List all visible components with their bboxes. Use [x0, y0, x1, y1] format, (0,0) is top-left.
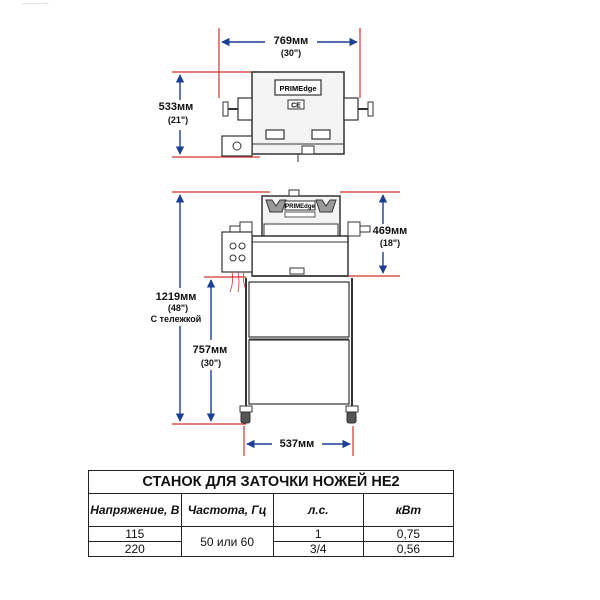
- machine-in-label: (18"): [380, 238, 400, 248]
- header-voltage: Напряжение, В: [88, 493, 182, 527]
- front-view: 1219мм (48") С тележкой 757мм (30") 469м…: [138, 189, 412, 456]
- total-note-label: С тележкой: [151, 314, 202, 324]
- spec-table: СТАНОК ДЛЯ ЗАТОЧКИ НОЖЕЙ HE2 Напряжение,…: [88, 470, 455, 557]
- front-right-knob: [347, 221, 361, 237]
- left-caster: [240, 411, 251, 424]
- machine-dimension-drawing: 769мм (30") 533мм (21") PRIMEdge CE: [138, 28, 412, 456]
- spec-table-title: СТАНОК ДЛЯ ЗАТОЧКИ НОЖЕЙ HE2: [88, 470, 454, 494]
- table-row: 220 3/4 0,56: [88, 541, 455, 557]
- cell-kw: 0,56: [362, 541, 455, 557]
- height-mm-label: 533мм: [159, 101, 194, 113]
- front-control-box: [221, 231, 253, 273]
- cell-frequency: 50 или 60: [180, 526, 274, 557]
- top-left-knob: [237, 97, 253, 121]
- cart-in-label: (30"): [201, 358, 221, 368]
- total-mm-label: 1219мм: [156, 291, 197, 303]
- cell-hp: 3/4: [272, 541, 364, 557]
- top-brand-plate: [274, 79, 322, 96]
- header-kw: кВт: [362, 493, 455, 527]
- table-row: 115 50 или 60 1 0,75: [88, 526, 455, 557]
- right-caster: [346, 411, 357, 424]
- cart: [239, 275, 359, 424]
- header-frequency: Частота, Гц: [180, 493, 274, 527]
- cropped-header-text: ................: [22, 0, 49, 6]
- width-in-label: (30"): [281, 48, 301, 58]
- base-mm-label: 537мм: [280, 438, 315, 450]
- ce-mark: CE: [291, 103, 301, 110]
- header-hp: л.с.: [272, 493, 364, 527]
- top-vent-right: [311, 129, 331, 140]
- machine-mm-label: 469мм: [373, 225, 408, 237]
- top-right-knob: [343, 97, 359, 121]
- front-brand-label: PRIMEdge: [285, 204, 315, 210]
- cell-hp: 1: [272, 526, 364, 542]
- cell-voltage: 220: [88, 541, 182, 557]
- top-view: 769мм (30") 533мм (21") PRIMEdge CE: [148, 28, 374, 162]
- top-vent-left: [265, 129, 285, 140]
- width-mm-label: 769мм: [274, 35, 309, 47]
- cart-mm-label: 757мм: [193, 344, 228, 356]
- top-brand-label: PRIMEdge: [279, 84, 316, 93]
- total-in-label: (48"): [168, 303, 188, 313]
- cell-kw: 0,75: [362, 526, 455, 542]
- height-in-label: (21"): [168, 115, 188, 125]
- cell-voltage: 115: [88, 526, 182, 542]
